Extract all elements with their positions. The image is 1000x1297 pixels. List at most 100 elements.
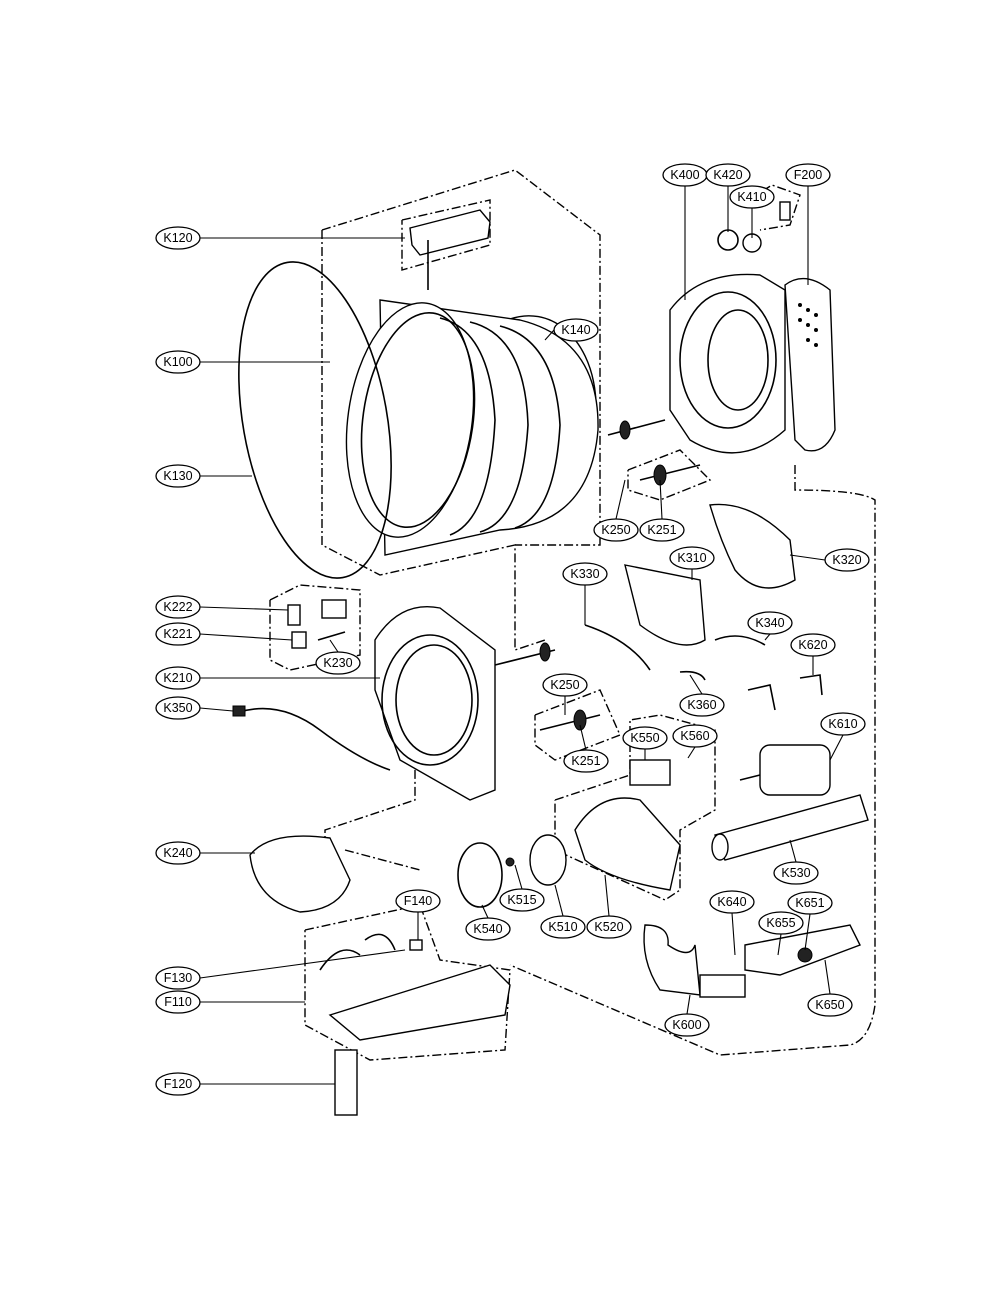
motor-bracket bbox=[643, 924, 701, 996]
callout-k650: K650 bbox=[807, 993, 853, 1017]
callout-k510: K510 bbox=[540, 915, 586, 939]
callout-oval bbox=[395, 889, 441, 913]
part-number: K120 bbox=[163, 231, 192, 245]
door-lock bbox=[249, 835, 351, 913]
callout-oval bbox=[705, 163, 751, 187]
part-number: K340 bbox=[755, 616, 784, 630]
part-number: K230 bbox=[323, 656, 352, 670]
leader-line-k560 bbox=[687, 746, 696, 759]
callout-f140: F140 bbox=[395, 889, 441, 913]
part-number: K610 bbox=[828, 717, 857, 731]
callout-k560: K560 bbox=[672, 724, 718, 748]
leader-line-k650 bbox=[824, 959, 831, 995]
callout-k250: K250 bbox=[542, 673, 588, 697]
leader-line-k530 bbox=[789, 839, 797, 863]
callout-oval bbox=[553, 318, 599, 342]
lint-filter bbox=[624, 564, 706, 646]
part-number: K221 bbox=[163, 627, 192, 641]
callout-oval bbox=[787, 891, 833, 915]
part-number: K410 bbox=[737, 190, 766, 204]
callout-k320: K320 bbox=[824, 548, 870, 572]
callout-k400: K400 bbox=[662, 163, 708, 187]
part-number: F200 bbox=[794, 168, 823, 182]
part-number: K510 bbox=[548, 920, 577, 934]
part-number: K560 bbox=[680, 729, 709, 743]
leader-line-k640 bbox=[731, 912, 736, 956]
callout-k610: K610 bbox=[820, 712, 866, 736]
callout-k250: K250 bbox=[593, 518, 639, 542]
heater-element bbox=[334, 1049, 358, 1116]
leader-line-k651 bbox=[804, 913, 811, 951]
callout-oval bbox=[155, 1072, 201, 1096]
filter-housing bbox=[709, 503, 796, 589]
callout-k310: K310 bbox=[669, 546, 715, 570]
callout-k515: K515 bbox=[499, 888, 545, 912]
callout-k251: K251 bbox=[563, 749, 609, 773]
part-number: K655 bbox=[766, 916, 795, 930]
leader-lines bbox=[199, 186, 844, 1085]
part-number: K250 bbox=[550, 678, 579, 692]
callout-oval bbox=[709, 890, 755, 914]
part-number: K530 bbox=[781, 866, 810, 880]
leader-line-k222 bbox=[199, 606, 289, 611]
callout-oval bbox=[155, 966, 201, 990]
callout-k655: K655 bbox=[758, 911, 804, 935]
part-number: K251 bbox=[571, 754, 600, 768]
rear-bulkhead bbox=[669, 273, 786, 454]
callout-oval bbox=[155, 696, 201, 720]
part-number: K640 bbox=[717, 895, 746, 909]
leader-line-k140 bbox=[544, 329, 555, 341]
drum bbox=[345, 299, 599, 556]
part-number: K350 bbox=[163, 701, 192, 715]
part-number: K222 bbox=[163, 600, 192, 614]
part-number: K330 bbox=[570, 567, 599, 581]
blower-wheel bbox=[529, 834, 567, 886]
part-number: K540 bbox=[473, 922, 502, 936]
callout-k530: K530 bbox=[773, 861, 819, 885]
leader-line-k340 bbox=[764, 633, 771, 641]
part-number: F130 bbox=[164, 971, 193, 985]
part-number: F140 bbox=[404, 894, 433, 908]
callout-f200: F200 bbox=[785, 163, 831, 187]
callout-oval bbox=[593, 518, 639, 542]
callout-k251: K251 bbox=[639, 518, 685, 542]
part-number: K400 bbox=[670, 168, 699, 182]
callout-k620: K620 bbox=[790, 633, 836, 657]
callout-oval bbox=[155, 595, 201, 619]
part-number: K100 bbox=[163, 355, 192, 369]
leader-line-k520 bbox=[604, 874, 610, 917]
part-number: K240 bbox=[163, 846, 192, 860]
part-number: K320 bbox=[832, 553, 861, 567]
callout-oval bbox=[562, 562, 608, 586]
callout-k100: K100 bbox=[155, 350, 201, 374]
callout-k330: K330 bbox=[562, 562, 608, 586]
callout-k540: K540 bbox=[465, 917, 511, 941]
callout-k140: K140 bbox=[553, 318, 599, 342]
part-sketches bbox=[232, 201, 869, 1116]
leader-line-k655 bbox=[777, 933, 782, 956]
part-number: K550 bbox=[630, 731, 659, 745]
drum-lifter bbox=[409, 209, 491, 256]
motor bbox=[739, 674, 831, 796]
part-number: K420 bbox=[713, 168, 742, 182]
leader-line-k600 bbox=[686, 994, 691, 1015]
callout-k410: K410 bbox=[729, 185, 775, 209]
part-number: F120 bbox=[164, 1077, 193, 1091]
callout-k210: K210 bbox=[155, 666, 201, 690]
leader-line-k350 bbox=[199, 707, 234, 712]
callout-oval bbox=[155, 226, 201, 250]
leader-line-k320 bbox=[789, 554, 826, 561]
heater-assembly bbox=[328, 964, 511, 1041]
front-bulkhead bbox=[374, 606, 496, 801]
part-number: K360 bbox=[687, 698, 716, 712]
leader-line-k221 bbox=[199, 633, 293, 641]
callout-oval bbox=[499, 888, 545, 912]
callout-oval bbox=[729, 185, 775, 209]
callout-oval bbox=[773, 861, 819, 885]
callout-oval bbox=[155, 464, 201, 488]
leader-line-k360 bbox=[689, 674, 703, 695]
callout-oval bbox=[155, 841, 201, 865]
leader-line-k251 bbox=[659, 479, 663, 520]
leader-line-f130 bbox=[199, 949, 406, 979]
